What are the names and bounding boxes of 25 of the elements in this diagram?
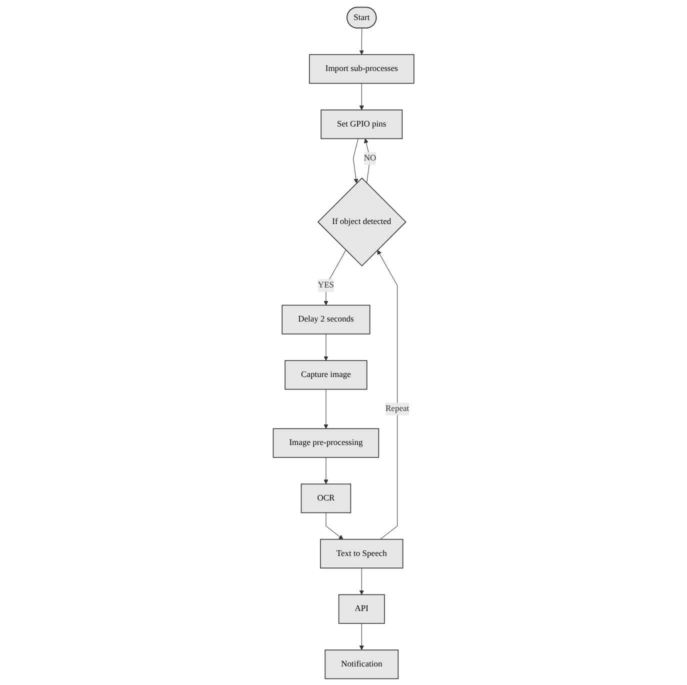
node-diamond: If object detected xyxy=(317,176,406,266)
edge-label: NO xyxy=(364,153,376,162)
arrow xyxy=(359,28,364,54)
node-box: Notification xyxy=(324,649,398,679)
node-box: Import sub-processes xyxy=(308,54,414,84)
node-box: API xyxy=(338,594,385,624)
arrow xyxy=(377,249,398,540)
node-box: Capture image xyxy=(284,360,368,390)
edge-label: YES xyxy=(318,280,334,290)
node-box: Text to Speech xyxy=(320,538,404,568)
arrow xyxy=(324,456,328,484)
arrow xyxy=(326,512,344,540)
arrow xyxy=(324,388,328,428)
arrow xyxy=(352,138,358,183)
arrow xyxy=(359,567,364,594)
node-box: Set GPIO pins xyxy=(320,109,403,139)
arrow xyxy=(364,138,370,183)
edge-label: Repeat xyxy=(385,404,410,413)
node-box: Image pre-processing xyxy=(272,428,380,458)
arrow xyxy=(359,82,364,110)
node-box: OCR xyxy=(300,483,352,513)
arrow xyxy=(324,333,328,360)
arrow xyxy=(359,622,364,650)
arrow xyxy=(324,249,346,305)
node-box: Delay 2 seconds xyxy=(282,304,370,334)
